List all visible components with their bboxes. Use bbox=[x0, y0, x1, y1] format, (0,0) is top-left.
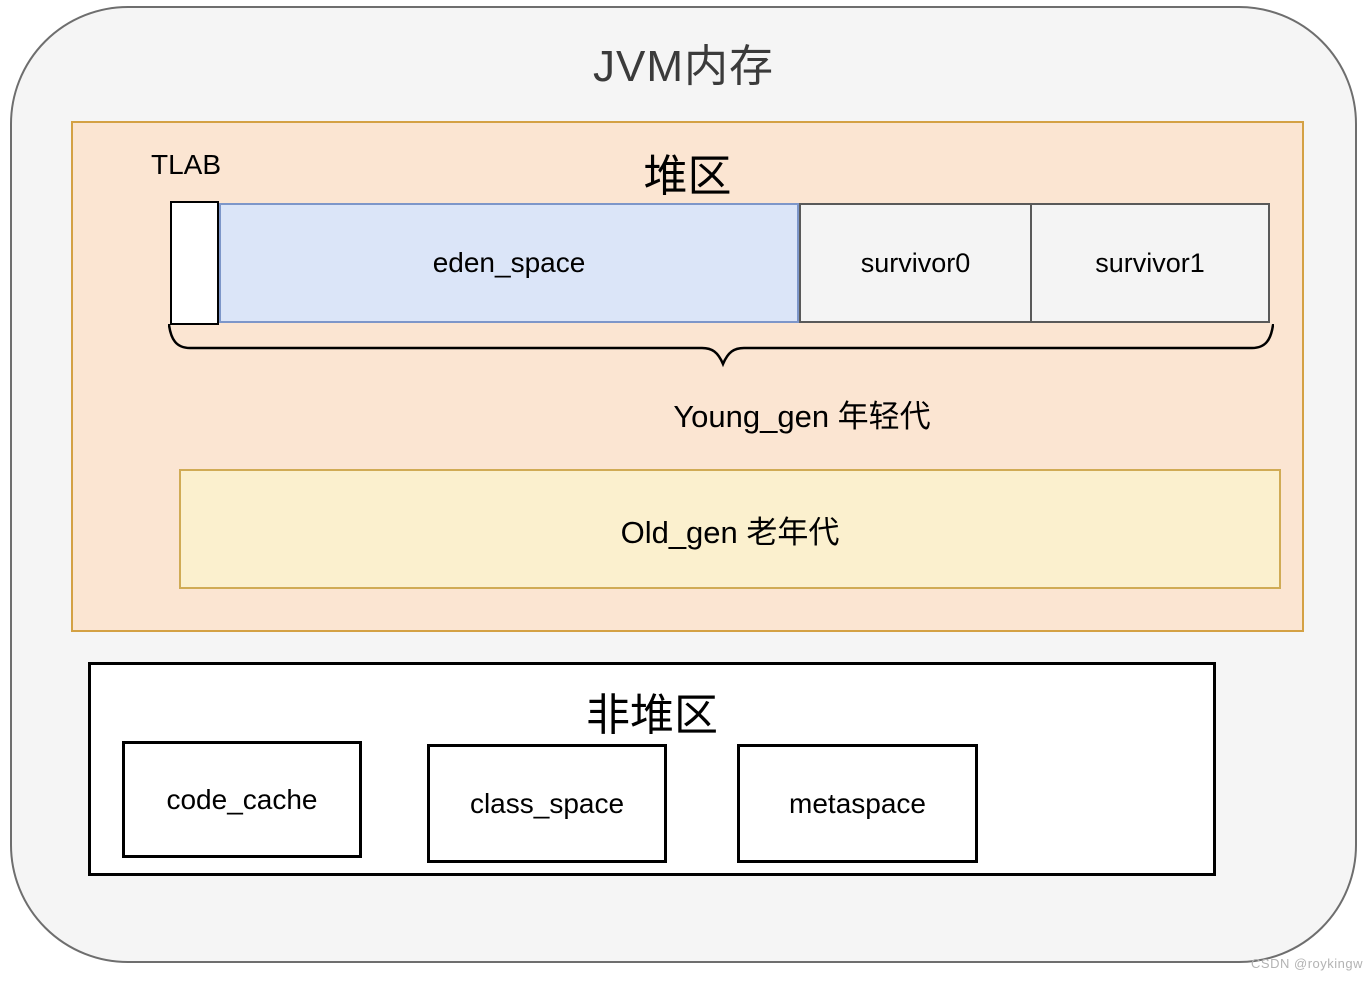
survivor0-label: survivor0 bbox=[860, 247, 971, 278]
heap-region-title: 堆区 bbox=[643, 152, 732, 201]
survivor0-box: survivor0 bbox=[799, 203, 1032, 323]
class-space-label: class_space bbox=[469, 787, 625, 819]
jvm-memory-container: JVM内存 堆区 TLAB eden_space survivor0 survi… bbox=[10, 6, 1357, 963]
csdn-watermark: CSDN @roykingw bbox=[1251, 956, 1363, 971]
non-heap-region: 非堆区 code_cache class_space metaspace bbox=[88, 662, 1216, 876]
non-heap-region-title: 非堆区 bbox=[586, 691, 718, 740]
old-gen-box: Old_gen 老年代 bbox=[179, 469, 1281, 589]
eden-space-box: eden_space bbox=[219, 203, 799, 323]
class-space-box: class_space bbox=[427, 744, 667, 863]
metaspace-box: metaspace bbox=[737, 744, 978, 863]
code-cache-box: code_cache bbox=[122, 741, 362, 858]
tlab-box bbox=[170, 201, 219, 325]
diagram-title: JVM内存 bbox=[593, 42, 774, 91]
metaspace-label: metaspace bbox=[789, 787, 926, 819]
eden-space-label: eden_space bbox=[432, 247, 586, 278]
survivor1-box: survivor1 bbox=[1030, 203, 1270, 323]
young-gen-label: Young_gen 年轻代 bbox=[673, 399, 931, 434]
young-gen-brace bbox=[168, 324, 1274, 368]
survivor1-label: survivor1 bbox=[1095, 247, 1205, 278]
heap-region: 堆区 TLAB eden_space survivor0 survivor1 Y… bbox=[71, 121, 1304, 632]
old-gen-label: Old_gen 老年代 bbox=[620, 514, 840, 550]
code-cache-label: code_cache bbox=[166, 783, 318, 815]
tlab-label: TLAB bbox=[151, 149, 222, 180]
